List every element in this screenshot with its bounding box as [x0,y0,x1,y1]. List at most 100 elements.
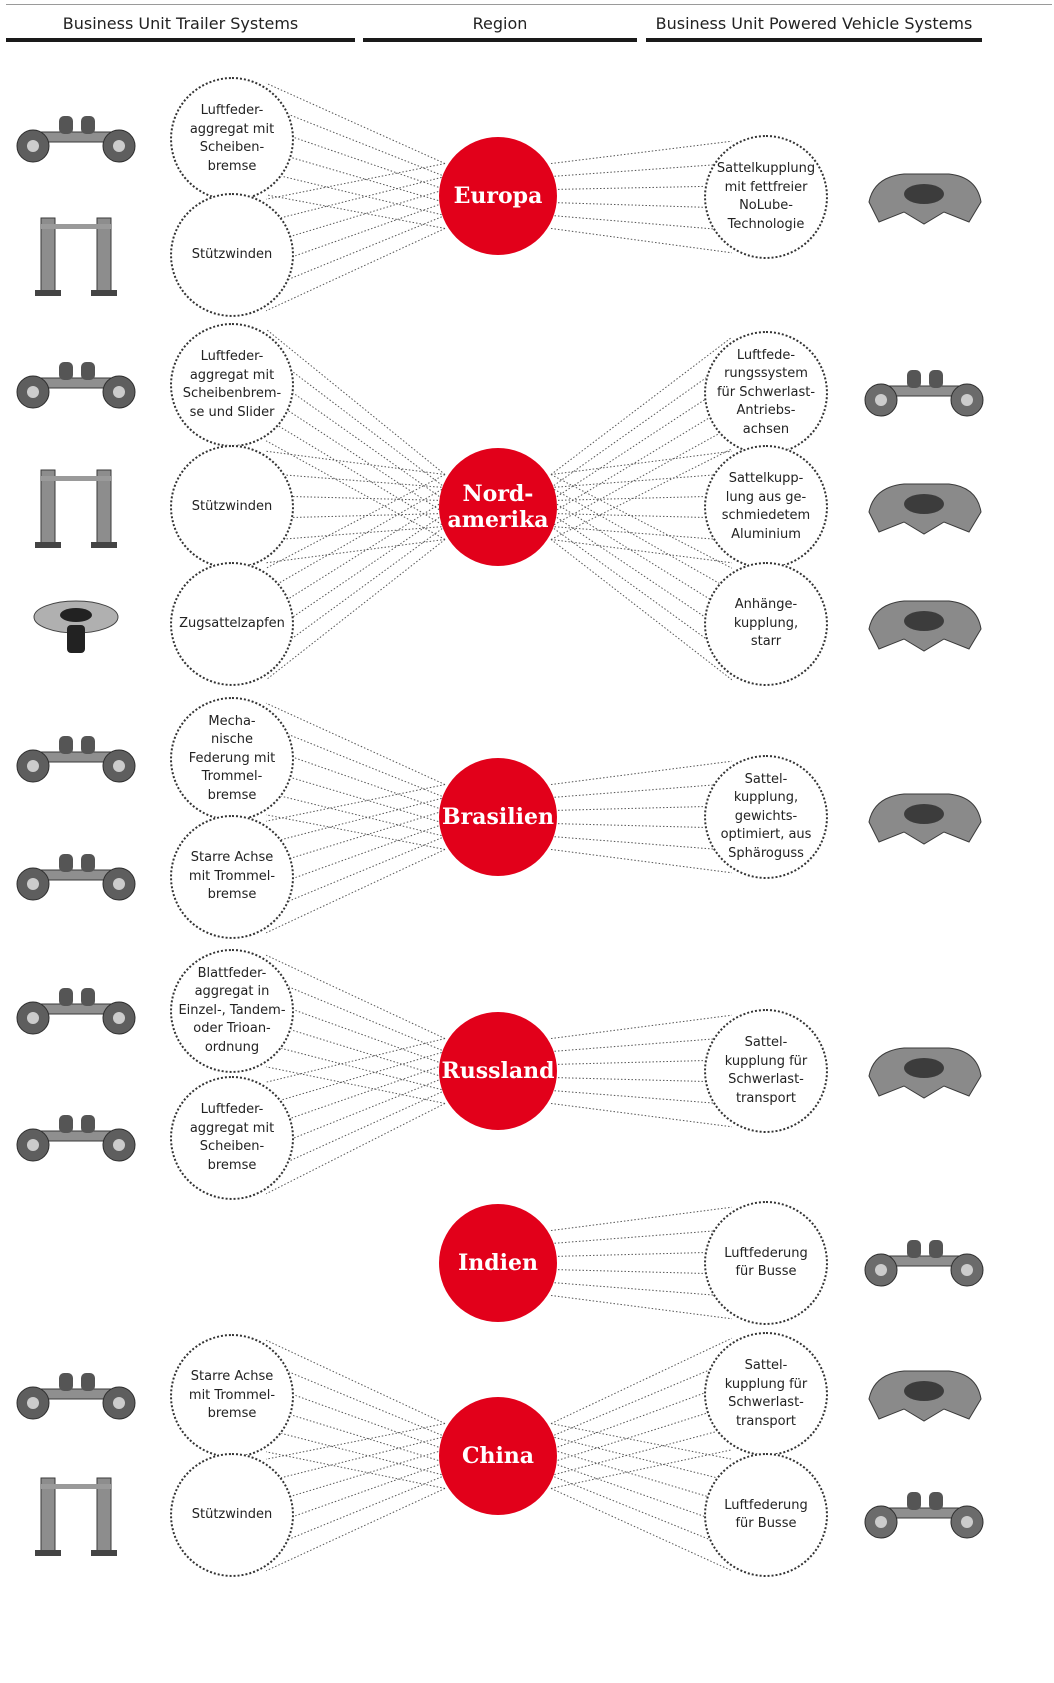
connector-line [550,1475,733,1549]
heavy-duty-air-suspension-image [864,370,984,417]
connector-line [550,1268,732,1275]
fifth-wheel-image [868,173,982,225]
trailer-product-circle: Starre Achse mit Trommel- bremse [170,815,294,939]
connector-line [265,1021,446,1078]
landing-gear-image [35,217,117,296]
trailer-product-circle: Zugsattelzapfen [170,562,294,686]
connector-line [265,810,446,867]
connector-line [550,214,732,231]
connector-line [265,351,446,488]
connector-line [550,538,732,564]
slider-suspension-image [16,362,136,409]
connector-line [265,373,446,501]
connector-line [550,185,732,191]
connector-line [265,487,446,591]
connector-line [550,1449,733,1505]
connector-line [265,176,446,223]
connector-line [266,814,446,850]
rigid-axle-image [16,1373,136,1420]
mechanical-suspension-image [16,736,136,783]
powered-product-circle: Luftfederung für Busse [704,1201,828,1325]
powered-product-circle: Luftfederung für Busse [704,1453,828,1577]
connector-line [550,1014,732,1040]
header-trailer-systems: Business Unit Trailer Systems [62,14,299,33]
connector-line [266,163,446,200]
connector-line [550,140,732,165]
connector-line [550,835,732,851]
connector-line [265,1051,446,1105]
connector-line [550,1206,732,1232]
connector-line [550,1423,732,1460]
powered-product-circle: Sattel- kupplung, gewichts- optimiert, a… [704,755,828,879]
connector-line [550,1426,733,1476]
connector-line [265,954,446,1040]
header-rule-powered [646,38,982,42]
connector-line [265,395,446,514]
landing-gear-image [35,469,117,548]
leaf-spring-suspension-image [16,988,136,1035]
connector-line [266,450,446,476]
trailer-product-circle: Blattfeder- aggregat in Einzel-, Tandem-… [170,949,294,1073]
connector-line [265,474,446,569]
connector-line [265,82,446,165]
trailer-product-circle: Luftfeder- aggregat mit Scheiben- bremse [170,1076,294,1200]
connector-line [550,1059,732,1066]
connector-line [265,1362,446,1437]
connector-line [265,797,446,845]
connector-line [265,1384,446,1450]
connector-line [550,1251,732,1258]
air-suspension-disc-brake-image [16,116,136,163]
king-pin-image [33,600,119,653]
region-circle: Russland [439,1012,557,1130]
connector-line [265,725,446,798]
connector-line [265,1090,446,1172]
connector-line [265,127,446,190]
connector-line [266,473,446,489]
landing-leg-image [35,1477,117,1556]
connector-line [265,526,446,658]
connector-line [550,805,732,812]
connector-line [265,1436,446,1483]
header-rule-region [363,38,637,42]
connector-line [266,525,446,541]
powered-product-circle: Sattelkupp- lung aus ge- schmiedetem Alu… [704,445,828,569]
connector-line [265,1428,446,1476]
connector-line [265,848,446,934]
trailer-product-circle: Luftfeder- aggregat mit Scheiben- bremse [170,77,294,201]
trailer-product-circle: Mecha- nische Federung mit Trommel- brem… [170,697,294,821]
connector-line [266,538,446,564]
connector-line [550,1436,733,1483]
connector-line [550,525,732,541]
connector-line [550,1102,732,1128]
region-circle: Indien [439,1204,557,1322]
connector-line [265,1462,446,1527]
connector-line [265,784,446,822]
connector-line [266,194,446,229]
heavy-duty-fifth-wheel-image [868,1370,982,1422]
rigid-axle-drum-brake-image [16,854,136,901]
connector-line [265,227,446,312]
connector-line [550,822,732,829]
connector-line [550,1449,733,1489]
connector-line [550,163,732,178]
connector-line [550,760,732,786]
rigid-hitch-image [868,600,982,652]
connector-line [550,848,732,874]
connector-line [265,1339,446,1425]
connector-line [265,539,446,681]
connector-line [550,336,733,475]
connector-line [550,473,732,489]
connector-line [550,448,733,540]
region-circle: Nord- amerika [439,448,557,566]
connector-line [265,791,446,837]
connector-line [265,1038,446,1083]
connector-line [265,1475,446,1549]
connector-line [265,747,446,811]
connector-line [265,513,446,636]
connector-line [265,999,446,1065]
connector-line [265,1066,446,1104]
connector-line [265,977,446,1052]
connector-line [265,823,446,889]
region-circle: China [439,1397,557,1515]
